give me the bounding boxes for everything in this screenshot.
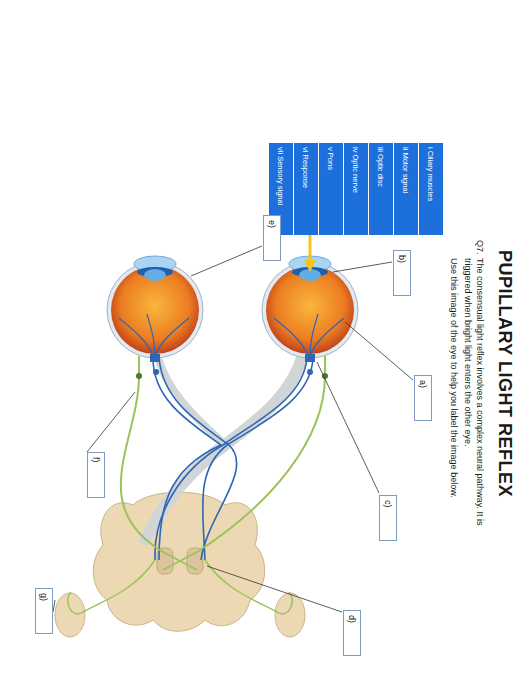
- retina: [266, 266, 354, 354]
- term-text: vi Response: [302, 147, 311, 188]
- leader-line: [87, 392, 135, 452]
- optic-disc: [305, 354, 315, 362]
- answer-box: a): [414, 375, 432, 421]
- page-title: PUPILLARY LIGHT REFLEX: [494, 250, 515, 497]
- term-text: iii Optic disc: [377, 147, 386, 187]
- answer-box: e): [263, 215, 281, 261]
- sclera: [262, 262, 358, 358]
- motor-pathway: [121, 356, 163, 552]
- retinal-vessel: [274, 314, 344, 356]
- answer-letter: c): [383, 500, 393, 508]
- answer-box: c): [379, 495, 397, 541]
- term-text: i Ciliary muscles: [427, 147, 436, 201]
- retinal-vessel: [119, 314, 189, 356]
- nucleus: [187, 548, 203, 574]
- term-item: v Pons: [319, 143, 343, 235]
- question-number: Q7.: [473, 240, 485, 255]
- motor-pathway: [205, 560, 292, 614]
- answer-box: g): [35, 588, 53, 634]
- term-item: vi Response: [294, 143, 318, 235]
- motor-pathway: [197, 356, 325, 552]
- term-item: ii Motor signal: [394, 143, 418, 235]
- sclera: [107, 262, 203, 358]
- answer-letter: d): [347, 615, 357, 623]
- term-text: v Pons: [327, 147, 336, 170]
- answer-letter: f): [91, 457, 101, 463]
- term-text: vii Sensory signal: [277, 147, 286, 205]
- leader-line: [53, 600, 55, 612]
- optic-disc: [150, 354, 160, 362]
- optic-nerve: [153, 358, 221, 560]
- term-item: i Ciliary muscles: [419, 143, 443, 235]
- lens: [144, 269, 166, 281]
- brain-oval: [275, 593, 305, 637]
- leader-line: [191, 246, 262, 276]
- answer-box: d): [343, 610, 361, 656]
- brainstem: [93, 492, 264, 631]
- brain-oval: [55, 593, 85, 637]
- leader-line: [345, 322, 413, 380]
- term-text: ii Motor signal: [402, 147, 411, 193]
- motor-crossing: [163, 552, 197, 570]
- eye: [262, 256, 358, 362]
- term-item: iv Optic nerve: [344, 143, 368, 235]
- motor-pathway: [68, 560, 155, 614]
- retina: [111, 266, 199, 354]
- answer-box: f): [87, 452, 105, 498]
- optic-nerve: [155, 358, 307, 560]
- term-item: iii Optic disc: [369, 143, 393, 235]
- instruction-text: Use this image of the eye to help you la…: [447, 258, 459, 498]
- ciliary-ganglion: [136, 373, 142, 379]
- term-text: iv Optic nerve: [352, 147, 361, 193]
- arrow-head: [304, 260, 316, 272]
- eye: [107, 256, 203, 362]
- nerve-node: [307, 369, 313, 375]
- answer-box: b): [393, 250, 411, 296]
- answer-letter: b): [397, 255, 407, 263]
- nerve-node: [153, 369, 159, 375]
- answer-letter: e): [267, 220, 277, 228]
- answer-letter: a): [418, 380, 428, 388]
- leader-line: [333, 262, 392, 272]
- leader-line: [317, 362, 379, 493]
- answer-letter: g): [39, 593, 49, 601]
- question-text: The consensual light reflex involves a c…: [462, 258, 485, 558]
- leader-line: [207, 566, 342, 612]
